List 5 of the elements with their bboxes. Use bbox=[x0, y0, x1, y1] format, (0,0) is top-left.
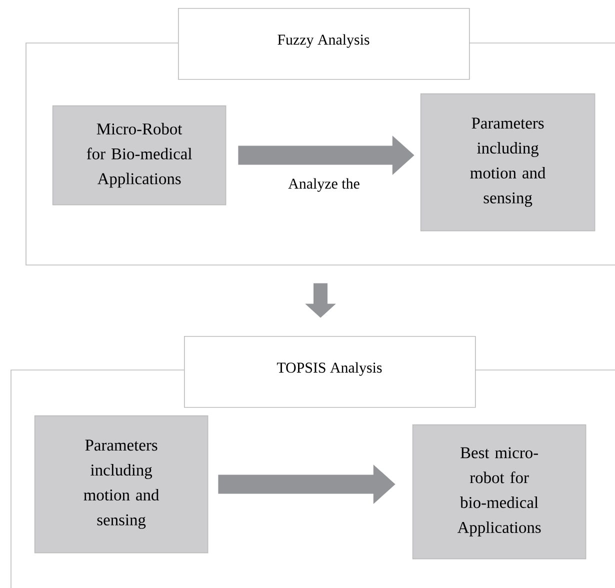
process-box: Parameters including motion and sensing bbox=[420, 93, 596, 232]
process-box: Micro-Robot for Bio-medical Applications bbox=[52, 105, 226, 206]
edge-label: Analyze the bbox=[288, 178, 360, 192]
process-box: Best micro-robot for bio-medical Applications bbox=[412, 424, 586, 560]
process-box: Parameters including motion and sensing bbox=[34, 415, 208, 554]
